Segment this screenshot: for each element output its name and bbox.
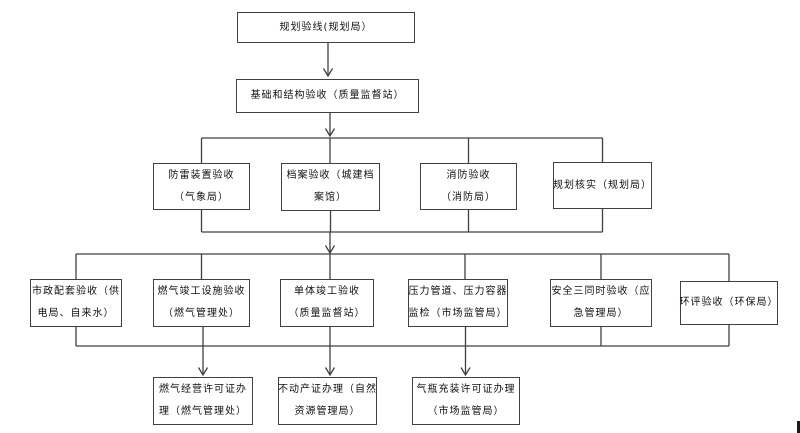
node-municipal-support-acceptance: 市政配套验收（供 电局、自来水）	[30, 279, 122, 327]
node-label: 不动产证办理（自然	[278, 384, 377, 395]
node-label: 压力管道、压力容器	[408, 286, 508, 297]
node-gas-business-license: 燃气经营许可证办 理（燃气管理处）	[153, 377, 253, 425]
node-label: 监检（市场监管局）	[408, 308, 508, 319]
arrowhead-icon	[324, 245, 336, 255]
arrowhead-icon	[324, 367, 336, 377]
node-planning-line-inspection: 规划验线(规划局）	[237, 12, 415, 43]
arrowhead-icon	[324, 128, 336, 138]
node-foundation-structure-acceptance: 基础和结构验收（质量监督站）	[236, 79, 419, 113]
node-archives-acceptance: 档案验收（城建档 案馆）	[281, 163, 380, 211]
node-label: 防雷装置验收	[168, 169, 235, 181]
node-label: 规划验线(规划局）	[279, 21, 373, 33]
node-cylinder-filling-license: 气瓶充装许可证办理 （市场监管局）	[412, 377, 520, 425]
node-real-estate-certificate: 不动产证办理（自然 资源管理局）	[278, 377, 377, 425]
arrowhead-icon	[197, 367, 209, 377]
node-unit-completion-acceptance: 单体竣工验收 （质量监督站）	[280, 279, 374, 327]
node-label: 市政配套验收（供	[32, 286, 120, 297]
node-label: （质量监督站）	[288, 308, 366, 319]
node-label: 案馆）	[314, 192, 347, 203]
node-label: 电局、自来水）	[37, 308, 115, 319]
node-label: 气瓶充装许可证办理	[416, 384, 516, 395]
node-label: （市场监管局）	[427, 406, 505, 417]
arrowhead-icon	[322, 68, 334, 78]
node-label: 消防验收	[446, 169, 491, 181]
node-label: 环评验收（环保局）	[679, 297, 779, 308]
node-label: 急管理局）	[573, 308, 629, 319]
node-environmental-acceptance: 环评验收（环保局）	[680, 281, 778, 325]
node-label: 单体竣工验收	[294, 286, 360, 297]
node-label: 档案验收（城建档	[286, 170, 375, 181]
node-pressure-pipeline-inspection: 压力管道、压力容器 监检（市场监管局）	[408, 279, 508, 327]
node-label: 规划核实（规划局）	[553, 179, 652, 191]
arrowhead-icon	[460, 367, 471, 377]
node-label: 燃气竣工设施验收	[157, 286, 246, 297]
node-planning-verification: 规划核实（规划局）	[553, 162, 652, 209]
node-label: 燃气经营许可证办	[159, 384, 247, 395]
node-label: （气象局）	[174, 191, 229, 203]
node-fire-acceptance: 消防验收 （消防局）	[420, 163, 517, 210]
node-safety-three-simultaneous-acceptance: 安全三同时验收（应 急管理局）	[550, 279, 652, 327]
node-label: 基础和结构验收（质量监督站）	[250, 90, 405, 101]
node-label: 理（燃气管理处）	[159, 406, 247, 417]
node-label: 资源管理局）	[294, 406, 361, 417]
node-label: （消防局）	[441, 191, 496, 203]
node-label: 安全三同时验收（应	[551, 286, 651, 297]
text-cursor-artifact	[797, 421, 800, 433]
node-lightning-protection-acceptance: 防雷装置验收 （气象局）	[153, 163, 250, 210]
node-label: （燃气管理处）	[163, 308, 240, 319]
node-gas-facility-acceptance: 燃气竣工设施验收 （燃气管理处）	[153, 279, 250, 327]
